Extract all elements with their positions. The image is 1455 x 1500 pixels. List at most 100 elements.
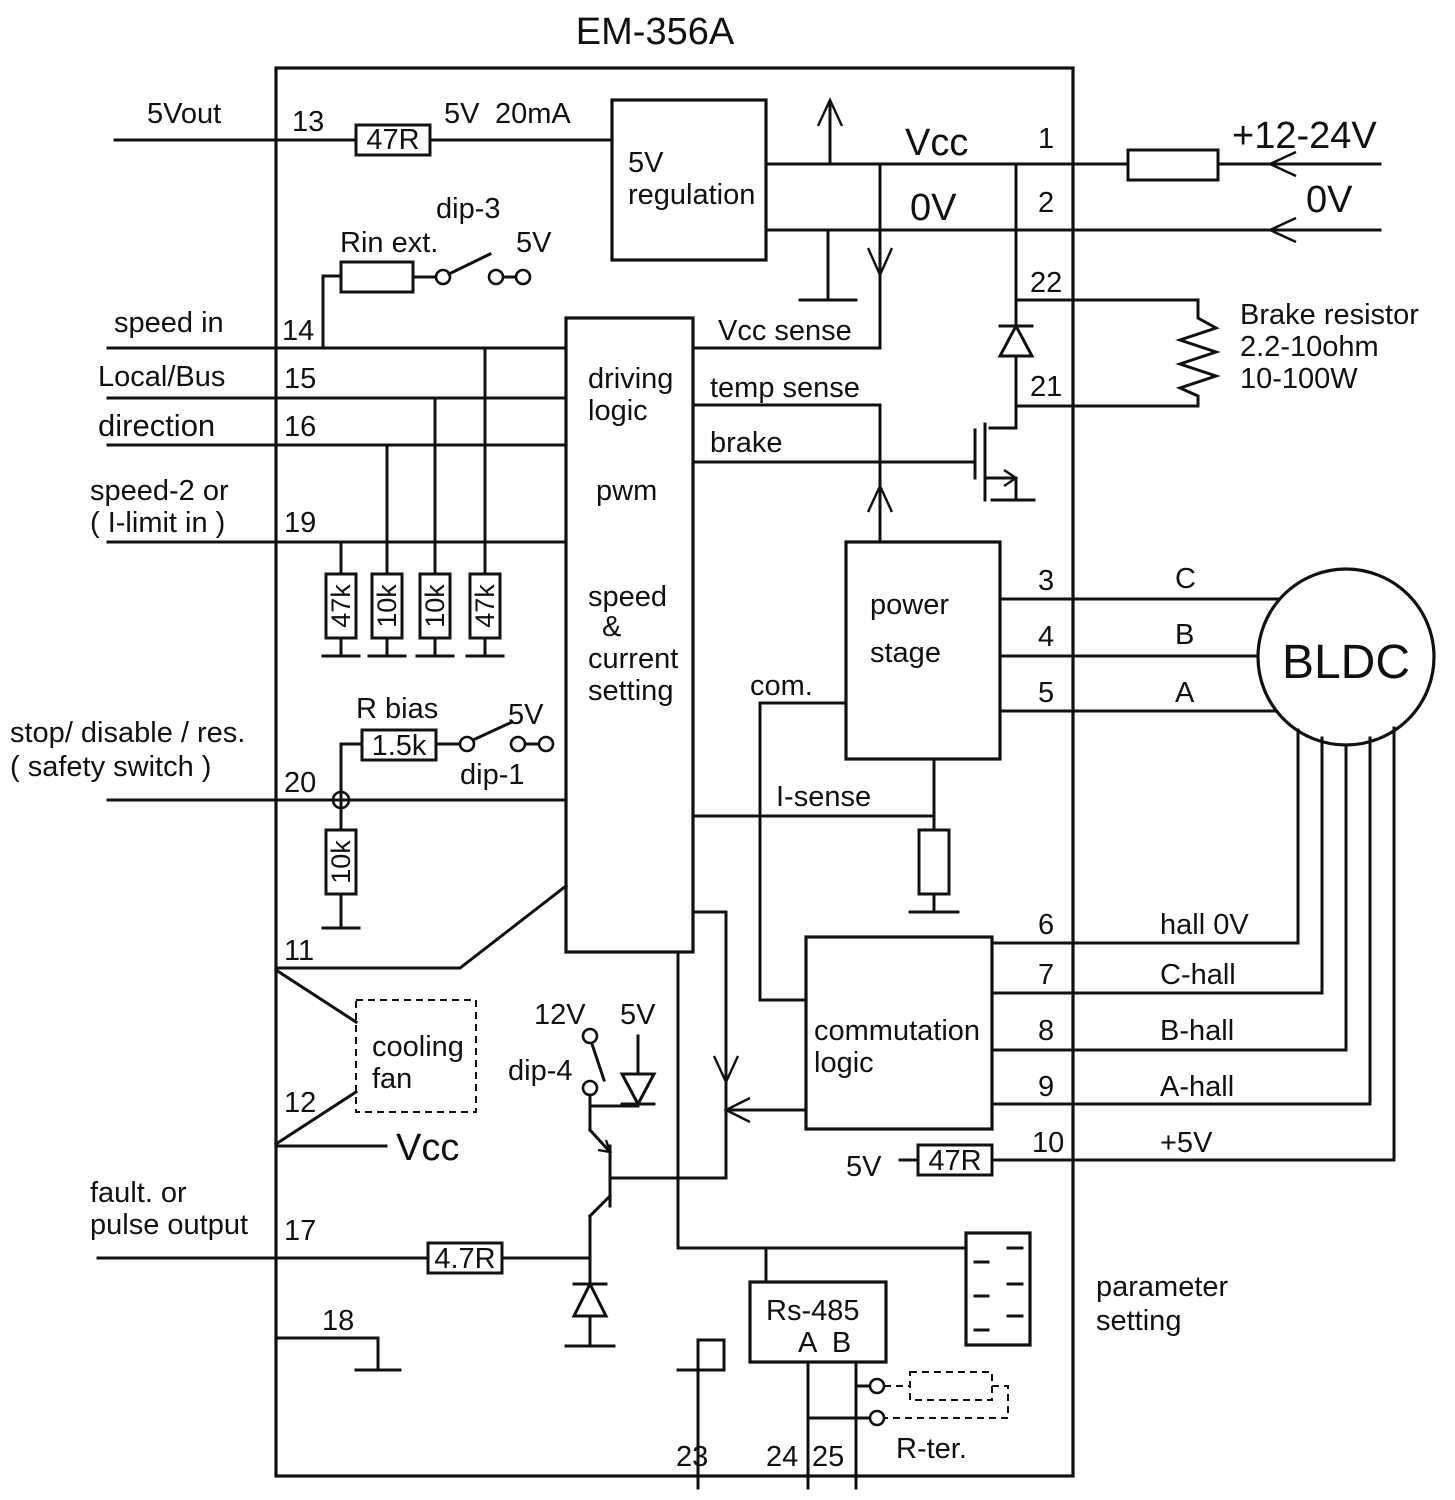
label-12v: 12V	[534, 999, 586, 1031]
label-stop-1: stop/ disable / res.	[10, 717, 245, 749]
label-stop-2: ( safety switch )	[10, 751, 211, 783]
label-param-1: parameter	[1096, 1271, 1229, 1303]
label-0v: 0V	[910, 187, 957, 229]
r-ter-resistor	[909, 1371, 993, 1401]
label-dip3: dip-3	[436, 193, 501, 225]
svg-text:47k: 47k	[470, 584, 500, 628]
pin-10: 10	[1032, 1127, 1064, 1159]
label-dip4: dip-4	[508, 1055, 573, 1087]
label-5v-hall: 5V	[846, 1151, 882, 1183]
fuse	[1126, 148, 1220, 182]
pin-11: 11	[284, 935, 314, 967]
brake-label-1: Brake resistor	[1240, 299, 1419, 331]
pin-18: 18	[322, 1305, 354, 1337]
label-temp-sense: temp sense	[710, 372, 860, 404]
svg-text:10k: 10k	[420, 584, 450, 628]
cooling-label-1: cooling	[372, 1031, 464, 1063]
svg-text:47k: 47k	[326, 584, 356, 628]
pin-15: 15	[284, 363, 316, 395]
brake-diode	[997, 322, 1035, 358]
switch-dip4	[590, 1042, 606, 1082]
pin-4: 4	[1038, 621, 1054, 653]
resistor-rin-ext	[339, 260, 415, 294]
label-20ma: 20mA	[495, 98, 571, 130]
switch-dip3	[446, 251, 493, 277]
label-5vout: 5Vout	[147, 98, 221, 130]
speed-label-2: &	[602, 611, 621, 643]
label-speed2-2: ( I-limit in )	[90, 507, 225, 539]
power-label-2: stage	[870, 637, 941, 669]
label-fault-2: pulse output	[90, 1209, 248, 1241]
label-c-hall: C-hall	[1160, 959, 1236, 991]
speed-label-3: current	[588, 643, 678, 675]
label-r-ter: R-ter.	[896, 1433, 967, 1465]
regulation-label-2: regulation	[628, 179, 755, 211]
label-speed-in: speed in	[114, 307, 224, 339]
rs485-label-1: Rs-485	[766, 1295, 860, 1327]
pin-16: 16	[284, 411, 316, 443]
pin-21: 21	[1030, 371, 1062, 403]
commutation-logic-block	[804, 935, 994, 1131]
pin-5: 5	[1038, 677, 1054, 709]
label-supply: +12-24V	[1232, 115, 1377, 157]
svg-text:47R: 47R	[928, 1145, 981, 1177]
label-5v-dip1: 5V	[508, 699, 544, 731]
resistor-10k-a: 10k	[367, 572, 407, 658]
pin-3: 3	[1038, 565, 1054, 597]
module-outline	[274, 66, 1075, 1478]
brake-label-2: 2.2-10ohm	[1240, 331, 1379, 363]
pin-25: 25	[812, 1441, 844, 1473]
pin-20: 20	[284, 767, 316, 799]
label-5v-top: 5V	[444, 98, 480, 130]
label-b-hall: B-hall	[1160, 1015, 1234, 1047]
diode-dip4	[619, 1072, 657, 1108]
regulation-block	[610, 98, 768, 262]
regulation-label-1: 5V	[628, 147, 664, 179]
rs485-block	[748, 1280, 888, 1364]
label-local-bus: Local/Bus	[98, 361, 225, 393]
diode-fault	[571, 1280, 609, 1318]
resistor-10k-b: 10k	[415, 572, 455, 658]
cooling-label-2: fan	[372, 1063, 412, 1095]
speed-label-1: speed	[588, 581, 667, 613]
resistor-47r-hall	[916, 1143, 994, 1177]
label-vcc: Vcc	[905, 122, 968, 164]
label-vcc-fan: Vcc	[396, 1127, 459, 1169]
label-fault-1: fault. or	[90, 1177, 187, 1209]
brake-label-3: 10-100W	[1240, 363, 1358, 395]
resistor-47k-b: 47k	[465, 572, 505, 658]
pin-13: 13	[292, 106, 324, 138]
label-param-2: setting	[1096, 1305, 1181, 1337]
pin-6: 6	[1038, 909, 1054, 941]
label-rin-ext: Rin ext.	[340, 227, 438, 259]
pin-22: 22	[1030, 267, 1062, 299]
pin-17: 17	[284, 1215, 316, 1247]
label-brake: brake	[710, 427, 783, 459]
label-plus5v: +5V	[1160, 1127, 1213, 1159]
svg-text:4.7R: 4.7R	[434, 1243, 495, 1275]
label-hall-0v: hall 0V	[1160, 909, 1249, 941]
power-label-1: power	[870, 589, 949, 621]
switch-dip1	[471, 720, 514, 742]
driving-label-2: logic	[588, 395, 648, 427]
brake-resistor-zigzag	[1175, 298, 1221, 408]
pin-23: 23	[676, 1441, 708, 1473]
diagram-title: EM-356A	[576, 11, 735, 53]
power-stage-block	[844, 540, 1002, 761]
label-speed2-1: speed-2 or	[90, 475, 229, 507]
resistor-47r-top-label: 47R	[366, 124, 419, 156]
label-com: com.	[750, 670, 813, 702]
pin-24: 24	[766, 1441, 798, 1473]
driving-label-1: driving	[588, 363, 673, 395]
label-vcc-sense: Vcc sense	[718, 315, 852, 347]
pin-14: 14	[282, 315, 314, 347]
label-5v-dip4: 5V	[620, 999, 656, 1031]
pwm-label: pwm	[596, 475, 657, 507]
label-dip1: dip-1	[460, 759, 525, 791]
label-5v-dip3: 5V	[516, 227, 552, 259]
label-i-sense: I-sense	[776, 781, 871, 813]
parameter-setting-switch	[964, 1231, 1032, 1347]
shunt-resistor	[917, 828, 951, 896]
motor-label: BLDC	[1282, 636, 1410, 689]
